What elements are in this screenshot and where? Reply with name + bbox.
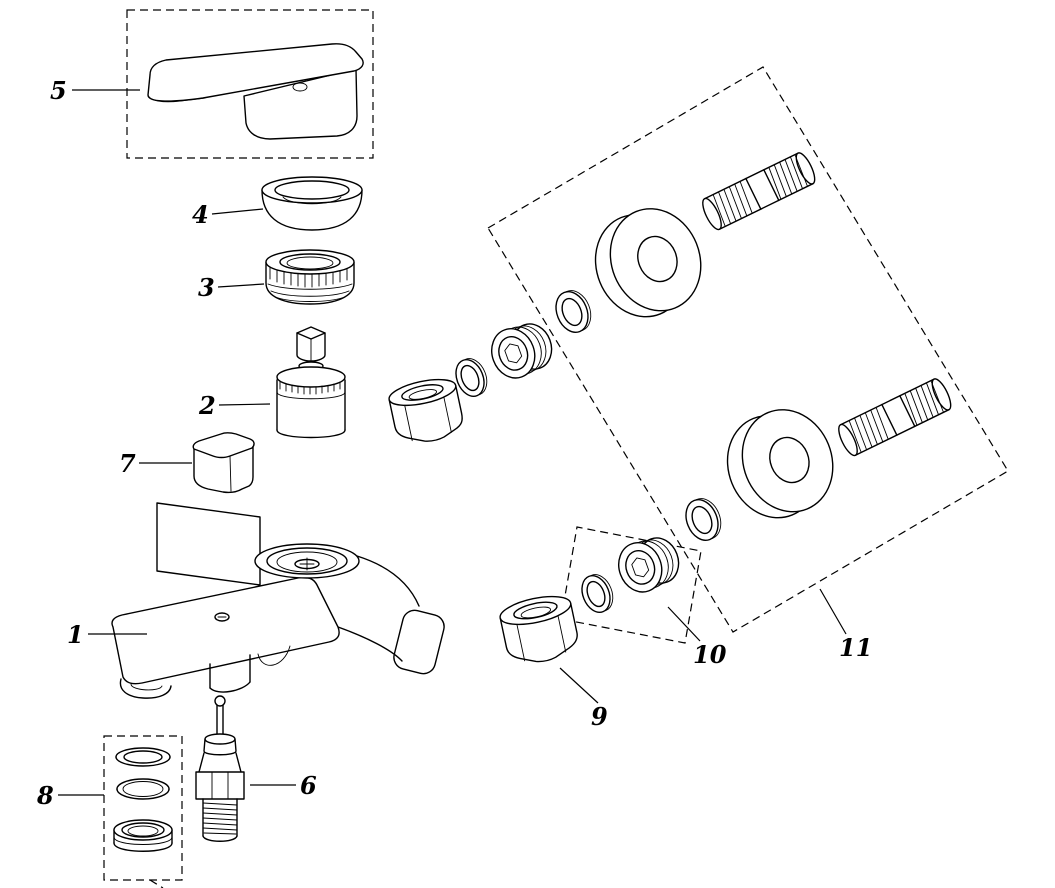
part-label-5: 5 (50, 76, 67, 105)
leader-line-9 (559, 667, 599, 704)
leader-line-3 (217, 283, 265, 288)
leader-line-2 (218, 403, 271, 406)
part-label-10: 10 (693, 640, 727, 669)
leader-line-11 (819, 588, 847, 635)
part-label-4: 4 (192, 200, 209, 229)
part-2-cartridge (276, 326, 346, 439)
o-ring-upper (555, 290, 592, 333)
part-label-7: 7 (119, 449, 136, 478)
part-label-3: 3 (198, 273, 215, 302)
dashed-box-part-10 (560, 526, 702, 644)
part-label-8: 8 (36, 781, 54, 810)
part-label-6: 6 (300, 771, 317, 800)
escutcheon-upper (594, 208, 702, 318)
part-label-11: 11 (839, 633, 872, 662)
part-label-2: 2 (198, 391, 216, 420)
part-4-dome-cap (261, 176, 363, 231)
escutcheon-lower (726, 409, 834, 519)
part-1-faucet-body (111, 502, 445, 699)
part-6-diverter-valve (195, 695, 245, 842)
part-labels: 5 4 3 2 7 1 6 8 9 10 11 (36, 76, 872, 810)
part-label-9: 9 (591, 702, 608, 731)
part-8-aerator-assembly (113, 747, 173, 852)
washer-upper (455, 358, 488, 397)
part-10-washer (581, 574, 614, 613)
part-9-coupling-nut (499, 595, 578, 663)
part-5-handle (147, 43, 364, 140)
part-7-cap (192, 432, 255, 494)
dashed-box-part-11 (487, 66, 1009, 633)
leader-line-10 (667, 606, 701, 642)
hex-nut-upper (388, 378, 463, 442)
part-3-threaded-ring (265, 249, 355, 305)
threaded-nipple-upper (702, 152, 816, 231)
o-ring-lower (685, 498, 722, 541)
leader-lines (58, 89, 847, 796)
check-valve-upper (491, 323, 553, 379)
dashed-box-part-5 (126, 9, 374, 159)
dashed-box-part-8 (103, 735, 183, 888)
threaded-nipple-lower (838, 378, 952, 457)
leader-line-4 (211, 208, 264, 215)
part-label-1: 1 (67, 620, 84, 649)
part-10-check-valve (618, 537, 680, 593)
